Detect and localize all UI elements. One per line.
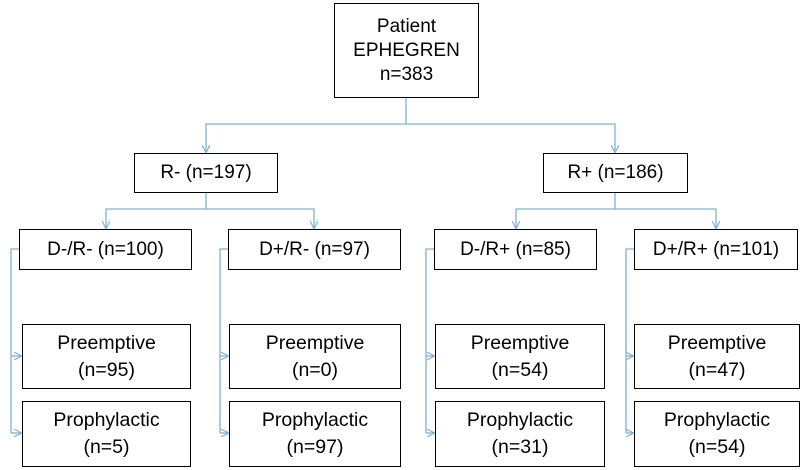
preemptive-title: Preemptive [667,331,767,354]
prophylactic-count: (n=54) [688,436,746,458]
preemptive-title: Preemptive [57,331,156,354]
group-label: D-/R+ (n=85) [460,238,571,260]
root-box-patient-ephegren: Patient EPHEGREN n=383 [334,3,479,98]
preemptive-count: (n=0) [291,358,339,381]
root-label-line3: n=383 [379,63,434,85]
preemptive-count: (n=54) [491,358,549,381]
group-label: D-/R- (n=100) [47,238,164,260]
group-box-d-pos-r-pos: D+/R+ (n=101) [634,229,798,270]
prophylactic-box-group3: Prophylactic (n=31) [435,401,605,467]
group-box-d-neg-r-neg: D-/R- (n=100) [19,229,192,270]
preemptive-title: Preemptive [265,331,365,354]
group-box-d-neg-r-pos: D-/R+ (n=85) [434,229,597,270]
connector-group4-spine [625,248,634,433]
prophylactic-title: Prophylactic [663,409,771,431]
prophylactic-title: Prophylactic [261,409,369,431]
group-label: D+/R- (n=97) [259,238,370,260]
connector-group2-spine [219,248,228,433]
prophylactic-box-group4: Prophylactic (n=54) [634,401,800,467]
connector-rpos-branch-right [615,208,716,228]
r-negative-label: R- (n=197) [160,162,252,183]
root-label-line2: EPHEGREN [353,39,460,61]
connector-rpos-branch-left [516,208,615,228]
connector-rneg-branch-left [106,208,206,228]
r-positive-label: R+ (n=186) [567,162,664,183]
preemptive-title: Preemptive [470,331,570,354]
preemptive-box-group2: Preemptive (n=0) [229,324,401,389]
connector-root-branch-right [406,123,615,152]
group-label: D+/R+ (n=101) [652,238,780,260]
connector-rneg-branch-right [206,208,314,228]
preemptive-box-group4: Preemptive (n=47) [634,324,800,389]
prophylactic-box-group2: Prophylactic (n=97) [229,401,401,467]
group-box-d-pos-r-neg: D+/R- (n=97) [228,229,401,270]
prophylactic-count: (n=31) [491,436,549,458]
r-positive-box: R+ (n=186) [543,153,688,193]
preemptive-count: (n=95) [78,358,135,381]
preemptive-box-group1: Preemptive (n=95) [22,324,191,389]
preemptive-box-group3: Preemptive (n=54) [435,324,605,389]
prophylactic-box-group1: Prophylactic (n=5) [22,401,191,467]
prophylactic-count: (n=5) [83,436,130,458]
preemptive-count: (n=47) [688,358,746,381]
connector-group1-spine [10,248,19,433]
root-label-line1: Patient [376,15,437,37]
connector-root-branch-left [206,123,406,152]
prophylactic-title: Prophylactic [53,409,160,431]
connector-group3-spine [425,248,434,433]
r-negative-box: R- (n=197) [134,153,278,193]
prophylactic-count: (n=97) [286,436,344,458]
prophylactic-title: Prophylactic [466,409,574,431]
